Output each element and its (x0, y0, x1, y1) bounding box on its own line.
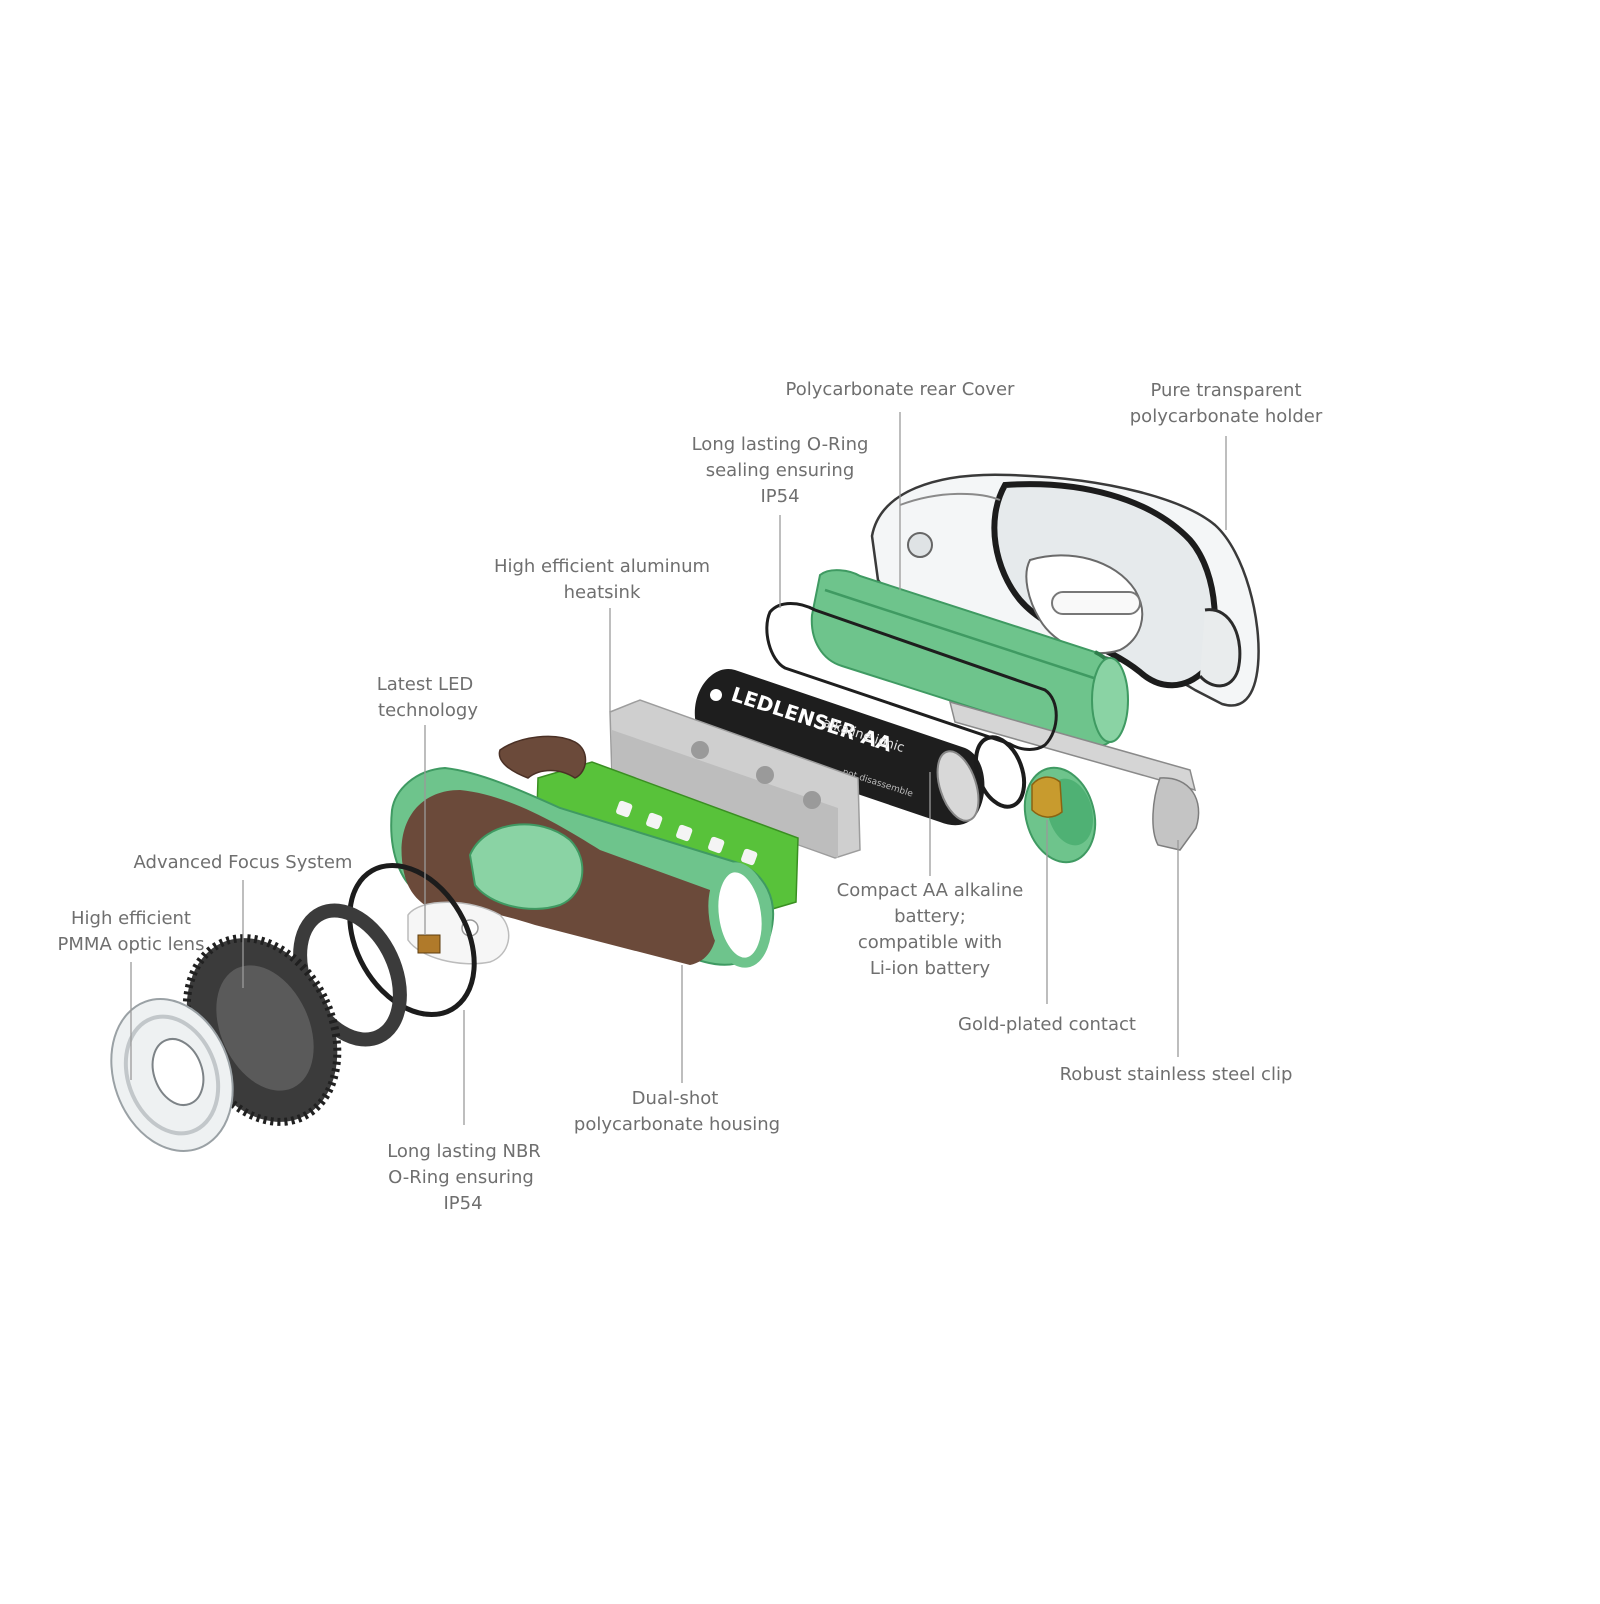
callout-housing: Dual-shot polycarbonate housing (574, 1088, 780, 1135)
callout-front-oring: Long lasting NBR O-Ring ensuring IP54 (387, 1141, 541, 1214)
callout-rear-oring-line-3: IP54 (760, 486, 799, 507)
callout-holder-line-2: polycarbonate holder (1130, 406, 1323, 427)
steel-clip (948, 700, 1200, 851)
callout-heatsink-line-1: High efficient aluminum (494, 556, 710, 577)
rear-o-ring (765, 602, 1058, 751)
callout-lens-line-2: PMMA optic lens (58, 934, 205, 955)
callout-housing-line-1: Dual-shot (632, 1088, 719, 1109)
callout-lens-line-1: High efficient (71, 908, 191, 929)
callout-focus-line-1: Advanced Focus System (134, 852, 353, 873)
callout-front-oring-line-2: O-Ring ensuring (388, 1167, 534, 1188)
callout-led-line-1: Latest LED (377, 674, 474, 695)
callout-battery-line-1: Compact AA alkaline (837, 880, 1024, 901)
callout-front-oring-line-3: IP54 (443, 1193, 482, 1214)
callout-heatsink-line-2: heatsink (564, 582, 641, 603)
callout-front-oring-line-1: Long lasting NBR (387, 1141, 541, 1162)
callout-gold-contact: Gold-plated contact (958, 1014, 1136, 1035)
callout-clip: Robust stainless steel clip (1060, 1064, 1293, 1085)
pmma-optic-lens (110, 998, 234, 1152)
callout-rear-oring-line-1: Long lasting O-Ring (692, 434, 869, 455)
brown-switch-knob (498, 735, 587, 779)
callout-heatsink: High efficient aluminum heatsink (494, 556, 710, 603)
callout-gold-contact-line-1: Gold-plated contact (958, 1014, 1136, 1035)
callout-rear-cover: Polycarbonate rear Cover (786, 379, 1015, 400)
callout-rear-oring: Long lasting O-Ring sealing ensuring IP5… (692, 434, 869, 507)
callout-battery-line-2: battery; (894, 906, 966, 927)
leader-lines (130, 412, 1227, 1125)
callout-battery-line-3: compatible with (858, 932, 1002, 953)
dual-shot-housing (390, 766, 775, 968)
led-module (407, 901, 510, 965)
callout-battery: Compact AA alkaline battery; compatible … (837, 880, 1024, 979)
callout-lens: High efficient PMMA optic lens (58, 908, 205, 955)
callout-battery-line-4: Li-ion battery (870, 958, 991, 979)
callout-led: Latest LED technology (377, 674, 479, 721)
callout-led-line-2: technology (378, 700, 478, 721)
aluminum-heatsink (609, 699, 861, 859)
gold-contact-cap (973, 735, 1097, 864)
front-o-ring (347, 862, 477, 1018)
rear-cover (810, 569, 1129, 748)
callout-housing-line-2: polycarbonate housing (574, 1114, 780, 1135)
callout-holder-line-1: Pure transparent (1150, 380, 1301, 401)
callout-focus: Advanced Focus System (134, 852, 353, 873)
transparent-holder (870, 473, 1260, 707)
callout-rear-oring-line-2: sealing ensuring (706, 460, 855, 481)
callout-holder: Pure transparent polycarbonate holder (1130, 380, 1323, 427)
callout-clip-line-1: Robust stainless steel clip (1060, 1064, 1293, 1085)
callout-rear-cover-line-1: Polycarbonate rear Cover (786, 379, 1015, 400)
